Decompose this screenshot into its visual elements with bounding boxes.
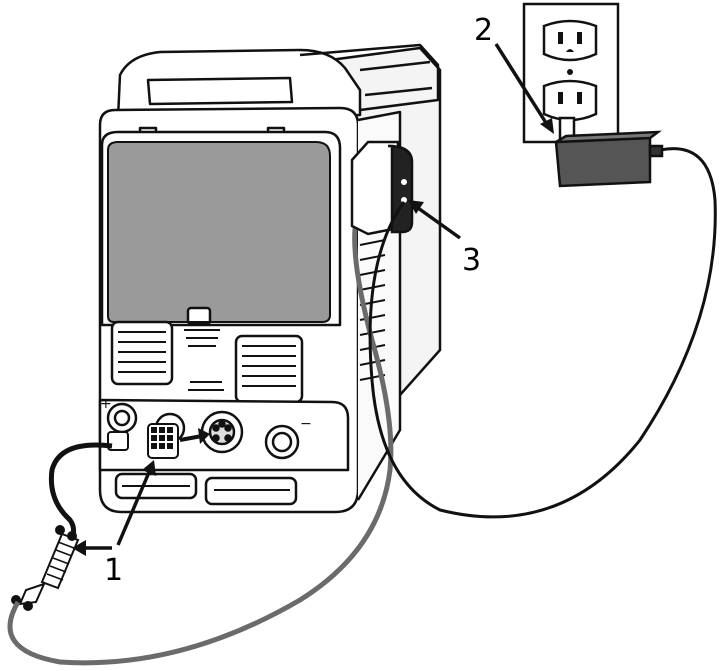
callout-leaders: [72, 43, 554, 556]
svg-text:−: −: [300, 416, 312, 432]
power-adapter: [554, 116, 664, 188]
receiver-module: [350, 140, 414, 236]
inline-connector: [11, 525, 80, 611]
callout-1: 1: [104, 553, 123, 588]
connector-plug: [107, 423, 179, 459]
callout-2: 2: [474, 13, 493, 48]
front-panel-connectors: + −: [100, 396, 312, 460]
viewing-window: [107, 141, 331, 323]
control-cable: [48, 442, 113, 541]
insert-arrow: [179, 428, 210, 444]
svg-text:+: +: [100, 396, 112, 412]
power-cable: [368, 147, 717, 519]
callout-3: 3: [462, 243, 481, 278]
